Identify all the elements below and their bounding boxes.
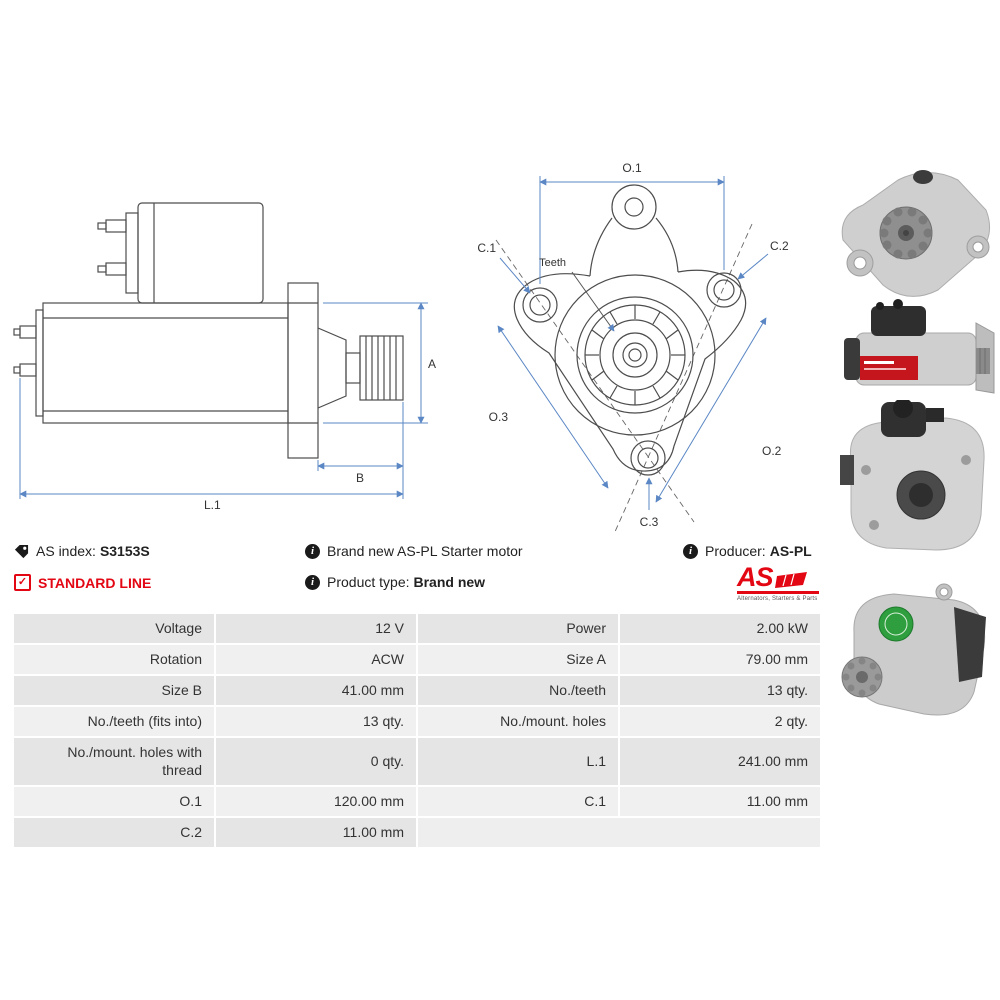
side-view-dimension-labels: A B L.1	[204, 357, 436, 512]
spec-label: No./teeth	[418, 675, 618, 705]
technical-drawing-front-view: O.1 O.3 O.2 C.1 C.2 C.3 Teeth	[452, 150, 817, 540]
spec-row: Voltage 12 V Power 2.00 kW	[14, 614, 820, 643]
spec-label: Size A	[418, 644, 618, 674]
product-type-label: Product type:	[327, 574, 410, 590]
spec-label: No./teeth (fits into)	[14, 706, 214, 736]
spec-row: No./teeth (fits into) 13 qty. No./mount.…	[14, 706, 820, 736]
dim-label-b: B	[356, 471, 364, 485]
as-index-label: AS index:	[36, 543, 96, 559]
spec-value: 0 qty.	[216, 737, 416, 786]
producer-line: Producer:AS-PL	[683, 543, 812, 559]
spec-label: No./mount. holes with thread	[14, 737, 214, 786]
spec-empty-cell	[418, 818, 820, 848]
spec-value: 2.00 kW	[620, 614, 820, 643]
spec-label: Size B	[14, 675, 214, 705]
producer-label: Producer:	[705, 543, 766, 559]
dim-label-c2: C.2	[770, 239, 789, 253]
spec-value: 2 qty.	[620, 706, 820, 736]
dim-label-l1: L.1	[204, 498, 221, 512]
as-pl-logo-text: AS	[737, 562, 774, 592]
as-pl-logo: AS Alternators, Starters & Parts	[737, 562, 821, 602]
front-view-dimension-labels: O.1 O.3 O.2 C.1 C.2 C.3 Teeth	[477, 161, 789, 529]
spec-label: O.1	[14, 787, 214, 817]
as-pl-logo-underline	[737, 590, 819, 594]
product-type-text: Product type:Brand new	[327, 574, 485, 590]
spec-label: Rotation	[14, 644, 214, 674]
spec-label: C.1	[418, 787, 618, 817]
spec-value: 12 V	[216, 614, 416, 643]
checkbox-check-icon	[14, 574, 31, 591]
spec-value: 13 qty.	[216, 706, 416, 736]
spec-value: 11.00 mm	[216, 818, 416, 848]
dim-label-o3: O.3	[489, 410, 509, 424]
as-pl-flag-icon	[774, 571, 807, 588]
dim-label-a: A	[428, 357, 436, 371]
producer-text: Producer:AS-PL	[705, 543, 812, 559]
spec-label: C.2	[14, 818, 214, 848]
info-icon	[305, 574, 320, 590]
spec-row: Rotation ACW Size A 79.00 mm	[14, 644, 820, 674]
side-view-dimension-lines	[19, 302, 428, 499]
as-pl-logo-tagline: Alternators, Starters & Parts	[737, 595, 818, 602]
product-type-line: Product type:Brand new	[305, 574, 485, 590]
spec-row: Size B 41.00 mm No./teeth 13 qty.	[14, 675, 820, 705]
spec-value: 11.00 mm	[620, 787, 820, 817]
spec-value: 41.00 mm	[216, 675, 416, 705]
spec-value: ACW	[216, 644, 416, 674]
technical-drawing-side-view: A B L.1	[8, 168, 440, 513]
info-icon	[305, 543, 320, 559]
front-view-svg: O.1 O.3 O.2 C.1 C.2 C.3 Teeth	[477, 161, 789, 535]
spec-label: No./mount. holes	[418, 706, 618, 736]
spec-value: 79.00 mm	[620, 644, 820, 674]
spec-row: C.2 11.00 mm	[14, 818, 820, 848]
product-photo-3	[826, 398, 998, 562]
brand-new-text: Brand new AS-PL Starter motor	[327, 543, 523, 559]
dim-label-c3: C.3	[640, 515, 659, 529]
spec-value: 120.00 mm	[216, 787, 416, 817]
product-photo-4	[824, 562, 998, 730]
as-index-value: S3153S	[99, 543, 150, 559]
dim-label-o1: O.1	[622, 161, 642, 175]
standard-line-label: STANDARD LINE	[38, 574, 152, 591]
starter-motor-side-outline	[13, 202, 404, 459]
dim-label-c1: C.1	[477, 241, 496, 255]
as-index-text: AS index:S3153S	[36, 543, 150, 559]
spec-label: L.1	[418, 737, 618, 786]
spec-table: Voltage 12 V Power 2.00 kW Rotation ACW …	[12, 612, 822, 849]
standard-line-badge: STANDARD LINE	[14, 574, 151, 591]
brand-new-line: Brand new AS-PL Starter motor	[305, 543, 523, 559]
front-view-dimension-lines	[497, 176, 769, 510]
spec-value: 241.00 mm	[620, 737, 820, 786]
spec-label: Voltage	[14, 614, 214, 643]
spec-row: O.1 120.00 mm C.1 11.00 mm	[14, 787, 820, 817]
as-index-line: AS index:S3153S	[14, 543, 150, 559]
spec-label: Power	[418, 614, 618, 643]
teeth-label: Teeth	[539, 257, 566, 269]
product-type-value: Brand new	[413, 574, 486, 590]
product-photo-1	[828, 155, 998, 303]
producer-value: AS-PL	[769, 543, 812, 559]
tag-icon	[14, 544, 29, 559]
spec-row: No./mount. holes with thread 0 qty. L.1 …	[14, 737, 820, 786]
side-view-svg: A B L.1	[13, 202, 436, 512]
info-icon	[683, 543, 698, 559]
dim-label-o2: O.2	[762, 444, 782, 458]
spec-value: 13 qty.	[620, 675, 820, 705]
product-photo-2	[826, 298, 998, 404]
